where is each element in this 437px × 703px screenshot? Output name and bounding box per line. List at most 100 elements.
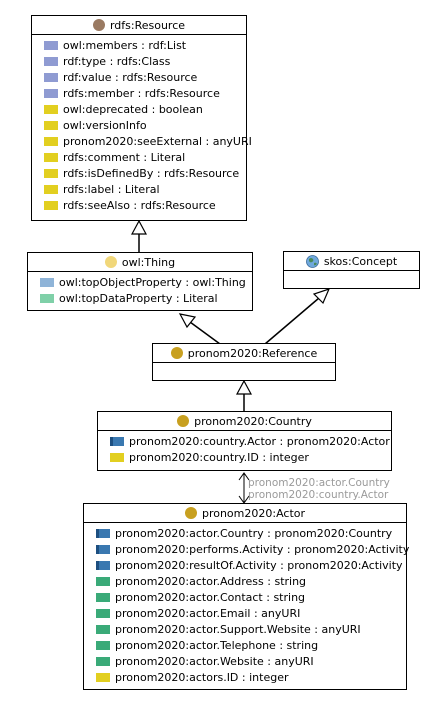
functional-property-icon <box>96 672 110 682</box>
attribute-row[interactable]: owl:topObjectProperty : owl:Thing <box>40 274 252 290</box>
attribute-list: pronom2020:actor.Country : pronom2020:Co… <box>84 523 410 685</box>
attribute-text: pronom2020:actor.Support.Website : anyUR… <box>115 622 361 636</box>
class-header: owl:Thing <box>28 253 252 272</box>
functional-property-icon <box>44 168 58 178</box>
gold-circle-icon <box>177 415 190 427</box>
attribute-text: rdfs:label : Literal <box>63 182 160 196</box>
data-property-icon <box>96 592 110 602</box>
class-pronom2020-reference[interactable]: pronom2020:Reference <box>152 343 336 381</box>
relation-label: pronom2020:actor.Country pronom2020:coun… <box>248 477 390 501</box>
attribute-text: pronom2020:country.Actor : pronom2020:Ac… <box>129 434 390 448</box>
attribute-row[interactable]: pronom2020:resultOf.Activity : pronom202… <box>96 557 406 573</box>
attribute-text: rdfs:isDefinedBy : rdfs:Resource <box>63 166 240 180</box>
attribute-row[interactable]: owl:topDataProperty : Literal <box>40 290 252 306</box>
attribute-text: pronom2020:actor.Address : string <box>115 574 307 588</box>
attribute-row[interactable]: pronom2020:country.Actor : pronom2020:Ac… <box>110 433 391 449</box>
attribute-text: rdf:type : rdfs:Class <box>63 54 171 68</box>
attribute-text: pronom2020:actor.Email : anyURI <box>115 606 301 620</box>
attribute-row[interactable]: pronom2020:actor.Support.Website : anyUR… <box>96 621 406 637</box>
attribute-text: owl:topObjectProperty : owl:Thing <box>59 275 246 289</box>
attribute-text: pronom2020:performs.Activity : pronom202… <box>115 542 410 556</box>
relation-arrowhead-country <box>238 472 250 481</box>
attribute-text: pronom2020:actor.Website : anyURI <box>115 654 314 668</box>
class-pronom2020-actor[interactable]: pronom2020:Actor pronom2020:actor.Countr… <box>83 503 410 690</box>
attribute-row[interactable]: pronom2020:actor.Address : string <box>96 573 406 589</box>
attribute-list: owl:topObjectProperty : owl:Thing owl:top… <box>28 272 252 306</box>
attribute-list: pronom2020:country.Actor : pronom2020:Ac… <box>98 431 391 465</box>
pale-circle-icon <box>104 256 117 268</box>
attribute-row[interactable]: pronom2020:country.ID : integer <box>110 449 391 465</box>
inheritance-arrowhead-reference <box>235 379 253 395</box>
data-property-icon <box>96 608 110 618</box>
class-name: pronom2020:Actor <box>201 506 306 520</box>
attribute-row[interactable]: pronom2020:performs.Activity : pronom202… <box>96 541 410 557</box>
attribute-text: rdfs:seeAlso : rdfs:Resource <box>63 198 216 212</box>
attribute-row[interactable]: rdfs:isDefinedBy : rdfs:Resource <box>44 165 246 181</box>
globe-icon <box>305 254 319 268</box>
attribute-row[interactable]: pronom2020:actors.ID : integer <box>96 669 406 685</box>
object-property-icon <box>96 528 110 538</box>
inheritance-arrowhead-thing <box>178 313 197 329</box>
attribute-row[interactable]: owl:versionInfo <box>44 117 246 133</box>
attribute-row[interactable]: rdfs:label : Literal <box>44 181 246 197</box>
gold-circle-icon <box>170 347 183 359</box>
attribute-text: pronom2020:actor.Country : pronom2020:Co… <box>115 526 393 540</box>
functional-property-icon <box>44 200 58 210</box>
inheritance-line-reference-concept <box>264 297 320 345</box>
relation-label-line1: pronom2020:actor.Country <box>248 477 390 489</box>
attribute-row[interactable]: pronom2020:actor.Contact : string <box>96 589 406 605</box>
attribute-row[interactable]: pronom2020:seeExternal : anyURI <box>44 133 252 149</box>
data-property-icon <box>96 576 110 586</box>
attribute-text: rdfs:comment : Literal <box>63 150 186 164</box>
attribute-text: pronom2020:country.ID : integer <box>129 450 309 464</box>
annotation-property-icon <box>44 40 58 50</box>
attribute-row[interactable]: pronom2020:actor.Telephone : string <box>96 637 406 653</box>
class-pronom2020-country[interactable]: pronom2020:Country pronom2020:country.Ac… <box>97 411 392 471</box>
attribute-text: owl:topDataProperty : Literal <box>59 291 218 305</box>
gold-circle-icon <box>184 507 197 519</box>
attribute-row[interactable]: rdf:type : rdfs:Class <box>44 53 246 69</box>
attribute-text: owl:versionInfo <box>63 118 147 132</box>
data-property-icon <box>96 656 110 666</box>
class-header: pronom2020:Country <box>98 412 391 431</box>
attribute-row[interactable]: pronom2020:actor.Country : pronom2020:Co… <box>96 525 406 541</box>
class-owl-thing[interactable]: owl:Thing owl:topObjectProperty : owl:Th… <box>27 252 253 311</box>
object-property-icon <box>110 436 124 446</box>
attribute-row[interactable]: rdfs:seeAlso : rdfs:Resource <box>44 197 246 213</box>
attribute-text: pronom2020:actor.Contact : string <box>115 590 306 604</box>
class-header: pronom2020:Reference <box>153 344 335 363</box>
functional-property-icon <box>44 120 58 130</box>
functional-property-icon <box>110 452 124 462</box>
class-name: pronom2020:Country <box>194 414 312 428</box>
attribute-text: owl:members : rdf:List <box>63 38 187 52</box>
attribute-row[interactable]: rdfs:comment : Literal <box>44 149 246 165</box>
relation-label-line2: pronom2020:country.Actor <box>248 489 389 501</box>
class-header: pronom2020:Actor <box>84 504 406 523</box>
functional-property-icon <box>44 136 58 146</box>
inheritance-line-reference-thing <box>189 321 221 345</box>
annotation-property-icon <box>44 88 58 98</box>
attribute-row[interactable]: rdf:value : rdfs:Resource <box>44 69 246 85</box>
data-property-icon <box>96 640 110 650</box>
attribute-text: owl:deprecated : boolean <box>63 102 203 116</box>
attribute-row[interactable]: owl:deprecated : boolean <box>44 101 246 117</box>
brown-circle-icon <box>92 19 105 31</box>
class-name: pronom2020:Reference <box>187 346 318 360</box>
attribute-row[interactable]: pronom2020:actor.Website : anyURI <box>96 653 406 669</box>
functional-property-icon <box>44 104 58 114</box>
class-name: owl:Thing <box>121 255 176 269</box>
class-skos-concept[interactable]: skos:Concept <box>283 251 420 289</box>
attribute-text: pronom2020:resultOf.Activity : pronom202… <box>115 558 403 572</box>
attribute-row[interactable]: owl:members : rdf:List <box>44 37 246 53</box>
class-name: skos:Concept <box>323 254 398 268</box>
object-property-icon <box>96 544 110 554</box>
annotation-property-icon <box>44 72 58 82</box>
annotation-property-icon <box>44 56 58 66</box>
attribute-text: rdf:value : rdfs:Resource <box>63 70 198 84</box>
attribute-row[interactable]: rdfs:member : rdfs:Resource <box>44 85 246 101</box>
data-property-icon <box>40 293 54 303</box>
attribute-list: owl:members : rdf:List rdf:type : rdfs:Cl… <box>32 35 252 213</box>
attribute-row[interactable]: pronom2020:actor.Email : anyURI <box>96 605 406 621</box>
